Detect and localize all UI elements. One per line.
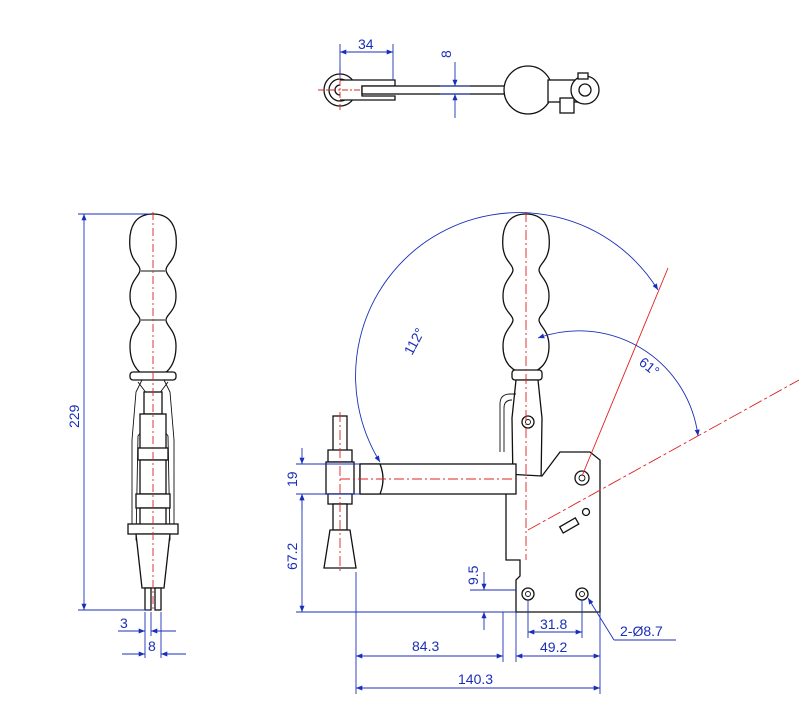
dim-spindle-base-height: 67.2 [284,543,300,570]
dim-side-small-2: 8 [148,638,156,654]
side-view [78,212,186,658]
dim-side-small-1: 3 [120,615,128,631]
dim-overall-height: 229 [66,404,82,428]
front-view [296,212,799,694]
dim-top-arm-length: 34 [358,36,374,52]
dim-hole-spacing: 31.8 [540,616,567,632]
dim-hole-callout: 2-Ø8.7 [620,623,663,639]
dim-handle-open-angle: 112° [401,325,428,357]
top-view [318,44,600,118]
dim-lever-angle: 61° [636,354,663,380]
dim-reach-to-spindle: 84.3 [412,638,439,654]
dim-base-width: 49.2 [540,639,567,655]
dim-spindle-height: 19 [284,471,300,487]
dim-base-plate-height: 9.5 [465,565,481,585]
dim-top-thickness: 8 [438,50,454,58]
dim-overall-length: 140.3 [458,671,493,687]
